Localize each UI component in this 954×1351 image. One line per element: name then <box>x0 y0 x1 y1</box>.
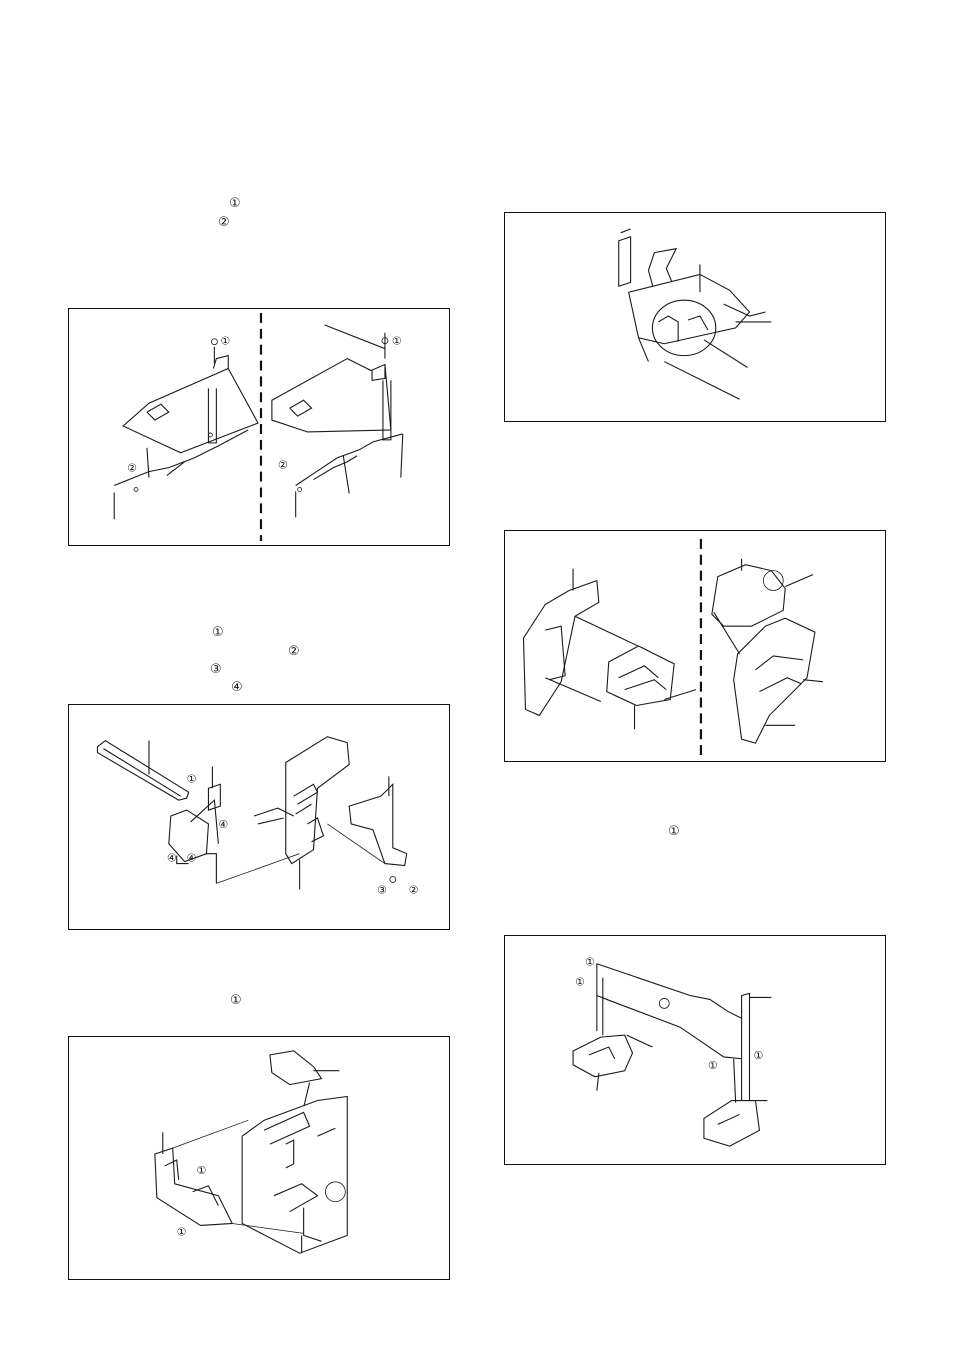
screw-marker-1: ① <box>392 335 402 348</box>
figure-6-frame-removal: ① ① ① ① <box>504 935 886 1165</box>
tab-marker-4: ④ <box>167 852 177 865</box>
step-callout-2: ② <box>218 216 230 230</box>
step-callout-1: ① <box>230 994 242 1008</box>
screw-marker-1: ① <box>585 956 595 969</box>
figure-1-chassis-cover: ① ② ① ② <box>68 308 450 546</box>
step-callout-1: ① <box>668 825 680 839</box>
step-callout-3: ③ <box>210 663 222 677</box>
screw-marker-1: ① <box>220 335 230 348</box>
figure-3-bracket-assembly: ① ① <box>68 1036 450 1280</box>
screw-marker-1: ① <box>753 1049 763 1062</box>
screw-marker-1: ① <box>197 1164 207 1177</box>
screw-marker-1: ① <box>708 1059 718 1072</box>
part-marker-2: ② <box>127 462 137 475</box>
tab-marker-4: ④ <box>187 852 197 865</box>
screw-marker-3: ③ <box>377 883 387 896</box>
washer-marker-2: ② <box>409 883 419 896</box>
screw-marker-1: ① <box>177 1225 187 1238</box>
figure-4-latch-detail <box>504 212 886 422</box>
figure-2-mechanism-exploded: ① ④ ④ ④ ③ ② <box>68 704 450 930</box>
step-callout-2: ② <box>288 645 300 659</box>
step-callout-1: ① <box>229 197 241 211</box>
step-callout-1: ① <box>212 626 224 640</box>
tab-marker-4: ④ <box>218 818 228 831</box>
step-callout-4: ④ <box>231 681 243 695</box>
screw-marker-1: ① <box>575 976 585 989</box>
figure-5-mechanism-views <box>504 530 886 762</box>
part-marker-2: ② <box>278 459 288 472</box>
rail-marker-1: ① <box>187 772 197 785</box>
